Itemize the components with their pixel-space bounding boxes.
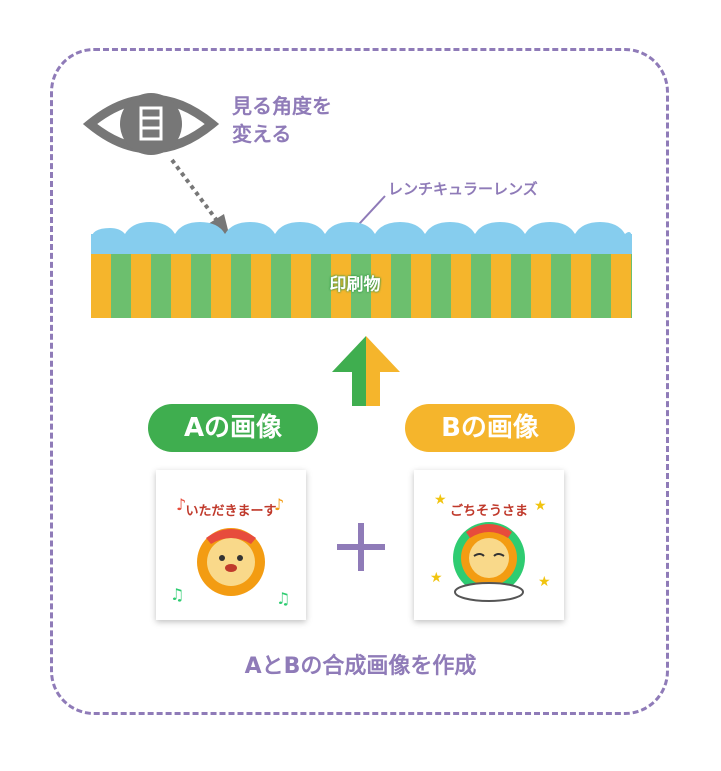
lens-label: レンチキュラーレンズ [388, 180, 538, 198]
svg-text:♫: ♫ [170, 585, 184, 604]
composite-label: AとBの合成画像を作成 [244, 654, 477, 679]
view-direction-arrow [170, 158, 230, 238]
svg-text:♪: ♪ [274, 495, 284, 514]
image-a-label: Aの画像 [148, 404, 318, 452]
eye-label: 見る角度を 変える [232, 92, 332, 148]
image-b-caption: ごちそうさま [449, 504, 528, 519]
image-a-card: いただきまーす ♪ ♪ ♫ ♫ [156, 470, 306, 620]
eye-label-line2: 変える [232, 122, 292, 146]
print-label: 印刷物 [329, 275, 381, 295]
up-arrow-icon [332, 336, 400, 406]
diagram-frame [50, 48, 669, 715]
lenticular-lens [91, 222, 632, 254]
eye-label-line1: 見る角度を [232, 94, 332, 118]
svg-text:★: ★ [434, 492, 447, 508]
svg-text:♪: ♪ [176, 495, 186, 514]
lion-illustration-b: ★ ★ ★ ★ [430, 492, 551, 602]
printed-strip [91, 254, 632, 318]
svg-text:★: ★ [534, 498, 547, 514]
plus-icon [337, 523, 385, 571]
svg-text:★: ★ [430, 570, 443, 586]
lion-illustration-a: ♪ ♪ ♫ ♫ [170, 495, 290, 608]
image-b-label: Bの画像 [405, 404, 575, 452]
svg-text:♫: ♫ [276, 589, 290, 608]
svg-text:★: ★ [538, 574, 551, 590]
image-b-card: ごちそうさま ★ ★ ★ ★ [414, 470, 564, 620]
eye-icon [82, 93, 220, 155]
image-a-caption: いただきまーす [185, 504, 277, 519]
